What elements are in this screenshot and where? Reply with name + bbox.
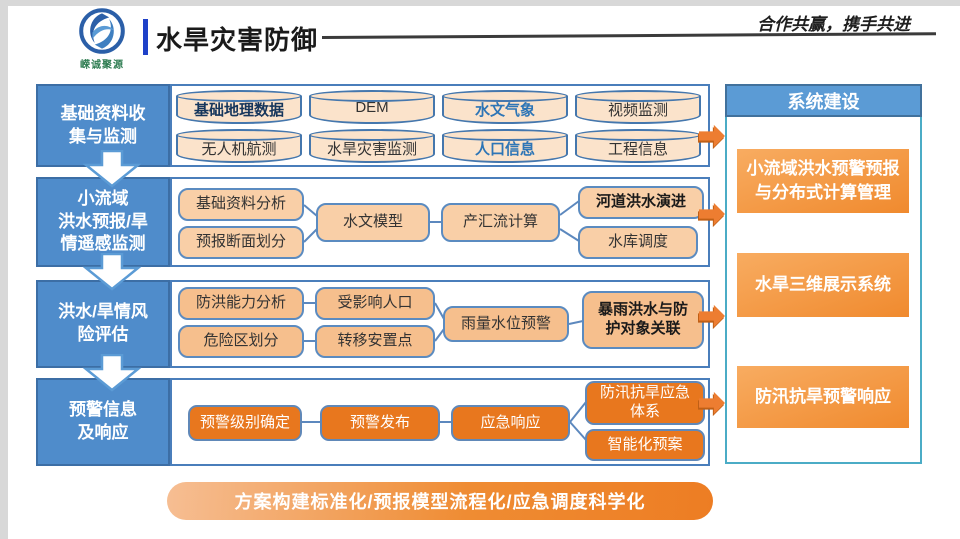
box-relocation-sites: 转移安置点: [315, 325, 435, 358]
system-item-warning-response: 防汛抗旱预警响应: [737, 366, 909, 428]
page-title: 水旱灾害防御: [156, 25, 319, 55]
cylinder-dem: DEM: [309, 90, 435, 124]
down-arrow-icon: [82, 354, 142, 392]
title-accent-bar: [143, 19, 148, 55]
box-runoff-calculation: 产汇流计算: [441, 203, 560, 242]
box-reservoir-dispatch: 水库调度: [578, 226, 698, 259]
box-affected-population: 受影响人口: [315, 287, 435, 320]
footer-banner: 方案构建标准化/预报模型流程化/应急调度科学化: [167, 482, 713, 520]
box-storm-flood-object-link: 暴雨洪水与防 护对象关联: [582, 291, 704, 349]
box-intelligent-plan: 智能化预案: [585, 429, 705, 461]
box-danger-zone-division: 危险区划分: [178, 325, 304, 358]
cylinder-project-info: 工程信息: [575, 129, 701, 163]
cylinder-label: 人口信息: [474, 141, 535, 158]
box-rain-waterlevel-warning: 雨量水位预警: [443, 306, 569, 342]
cylinder-hydro-weather: 水文气象: [442, 90, 568, 124]
system-item-3d-display: 水旱三维展示系统: [737, 253, 909, 317]
right-arrow-icon: [699, 124, 725, 148]
box-hydrological-model: 水文模型: [316, 203, 430, 242]
stage-flood-forecast: 小流域 洪水预报/旱 情遥感监测: [36, 177, 170, 267]
logo-swirl-icon: [79, 8, 125, 54]
cylinder-video-monitor: 视频监测: [575, 90, 701, 124]
down-arrow-icon: [82, 253, 142, 291]
box-emergency-response: 应急响应: [451, 405, 570, 441]
box-flood-capacity-analysis: 防洪能力分析: [178, 287, 304, 320]
cylinder-population-info: 人口信息: [442, 129, 568, 163]
system-item-flood-warning-forecast: 小流域洪水预警预报 与分布式计算管理: [737, 149, 909, 213]
cylinder-label: DEM: [355, 99, 389, 116]
stage-warning-response: 预警信息 及响应: [36, 378, 170, 466]
right-arrow-icon: [699, 202, 725, 226]
cylinder-disaster-monitor: 水旱灾害监测: [309, 129, 435, 163]
box-warning-level: 预警级别确定: [188, 405, 302, 441]
cylinder-uav-survey: 无人机航测: [176, 129, 302, 163]
right-arrow-icon: [699, 304, 725, 328]
box-river-flood-routing: 河道洪水演进: [578, 186, 704, 219]
cylinder-basic-geo-data: 基础地理数据: [176, 90, 302, 124]
right-arrow-icon: [699, 391, 725, 415]
system-panel-title: 系统建设: [725, 84, 922, 117]
cylinder-label: 基础地理数据: [193, 102, 284, 119]
slide-edge-top: [0, 0, 960, 6]
box-basic-data-analysis: 基础资料分析: [178, 188, 304, 221]
box-warning-release: 预警发布: [320, 405, 440, 441]
stage-risk-assessment: 洪水/旱情风 险评估: [36, 280, 170, 368]
down-arrow-icon: [82, 150, 142, 188]
cylinder-label: 水文气象: [474, 102, 535, 119]
slide-edge-left: [0, 0, 8, 539]
box-forecast-section-division: 预报断面划分: [178, 226, 304, 259]
cylinder-label: 水旱灾害监测: [326, 141, 417, 158]
company-logo: 嵘诚聚源: [70, 7, 134, 71]
logo-caption: 嵘诚聚源: [80, 60, 124, 71]
header-slogan: 合作共赢，携手共进: [757, 15, 910, 34]
cylinder-label: 工程信息: [607, 141, 668, 158]
cylinder-label: 视频监测: [607, 102, 668, 119]
cylinder-label: 无人机航测: [201, 141, 277, 158]
box-flood-drought-emergency-system: 防汛抗旱应急 体系: [585, 381, 705, 425]
